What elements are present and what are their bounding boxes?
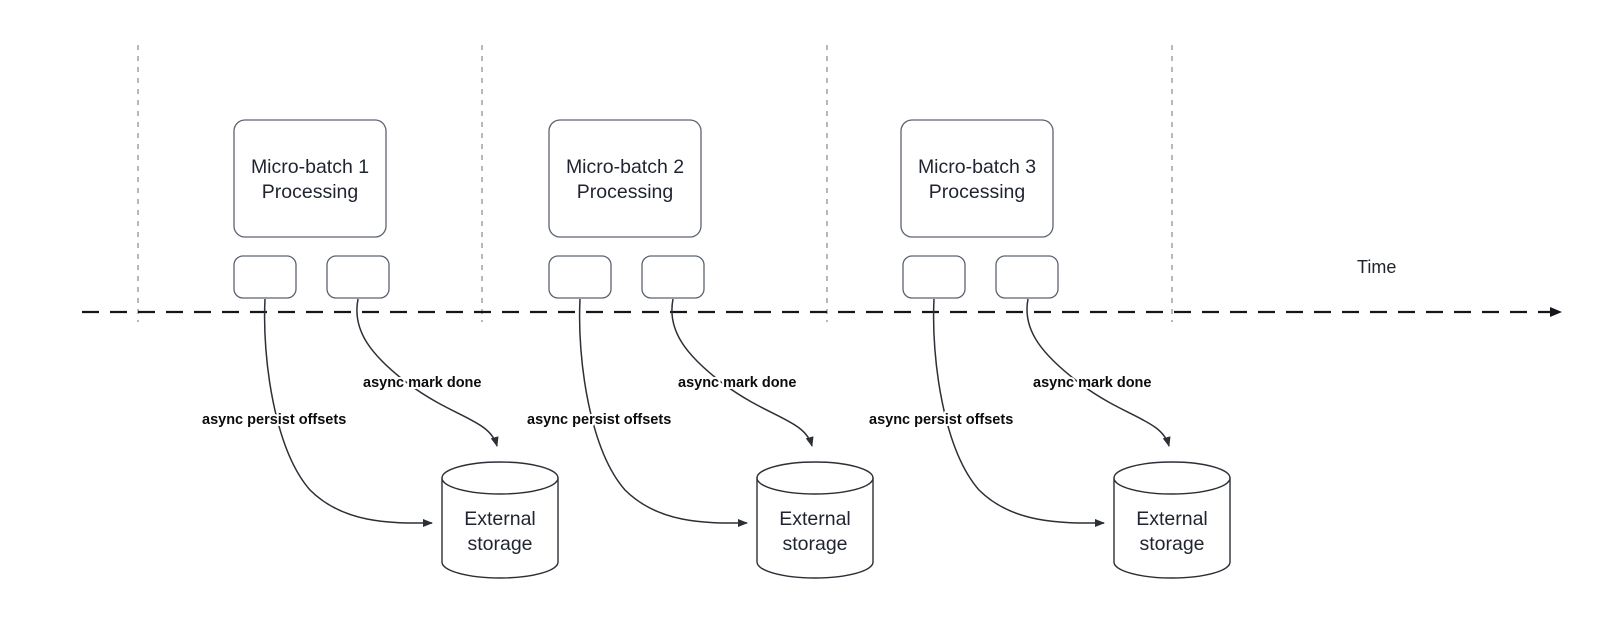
- micro-batch-title: Micro-batch 1: [251, 156, 369, 178]
- edge-label-async-persist-offsets: async persist offsets: [869, 412, 1013, 428]
- edge-label-halo: async persist offsets: [869, 412, 1013, 428]
- task-box-offsets[interactable]: [902, 255, 966, 299]
- micro-batch-box[interactable]: [548, 119, 702, 238]
- storage-label-line1: External: [779, 508, 851, 530]
- storage-cylinder-top: [1113, 461, 1231, 495]
- storage-label-line2: storage: [1139, 533, 1204, 555]
- micro-batch-groups: async persist offsets async persist offse…: [200, 119, 1231, 579]
- external-storage-node[interactable]: External storage: [779, 508, 851, 555]
- external-storage-node[interactable]: External storage: [464, 508, 536, 555]
- edge-async-persist-offsets: [263, 298, 433, 528]
- external-storage-node[interactable]: External storage: [1136, 508, 1208, 555]
- task-box-mark[interactable]: [326, 255, 390, 299]
- edge-async-mark-done: [671, 298, 814, 447]
- micro-batch-subtitle: Processing: [929, 181, 1025, 203]
- edge-label-halo: async persist offsets: [527, 412, 671, 428]
- time-axis: Time: [82, 257, 1562, 317]
- storage-cylinder-body: [756, 477, 874, 579]
- edge-label-async-persist-offsets: async persist offsets: [202, 412, 346, 428]
- storage-cylinder-body: [1113, 477, 1231, 579]
- storage-cylinder-top: [441, 461, 559, 495]
- edge-label-async-mark-done: async mark done: [678, 375, 796, 391]
- micro-batch-title: Micro-batch 3: [918, 156, 1036, 178]
- storage-label-line2: storage: [782, 533, 847, 555]
- storage-cylinder-top: [756, 461, 874, 495]
- edge-label-async-mark-done: async mark done: [1033, 375, 1151, 391]
- edge-async-persist-offsets: [932, 298, 1105, 528]
- task-box-offsets[interactable]: [548, 255, 612, 299]
- task-box-offsets[interactable]: [233, 255, 297, 299]
- storage-label-line2: storage: [467, 533, 532, 555]
- micro-batch-title: Micro-batch 2: [566, 156, 684, 178]
- task-box-mark[interactable]: [641, 255, 705, 299]
- edge-label-halo: async persist offsets: [202, 412, 346, 428]
- storage-label-line1: External: [464, 508, 536, 530]
- edge-async-persist-offsets: [578, 298, 748, 528]
- period-dividers: [137, 45, 1173, 322]
- edge-label-async-mark-done: async mark done: [363, 375, 481, 391]
- storage-cylinder-body: [441, 477, 559, 579]
- micro-batch-box[interactable]: [900, 119, 1054, 238]
- micro-batch-box[interactable]: [233, 119, 387, 238]
- time-axis-label: Time: [1357, 257, 1396, 277]
- edge-label-halo: async mark done: [363, 375, 481, 391]
- edge-async-mark-done: [1026, 298, 1171, 447]
- edge-async-mark-done: [356, 298, 499, 447]
- edge-label-async-persist-offsets: async persist offsets: [527, 412, 671, 428]
- micro-batch-subtitle: Processing: [262, 181, 358, 203]
- edge-label-halo: async mark done: [678, 375, 796, 391]
- micro-batch-subtitle: Processing: [577, 181, 673, 203]
- edge-label-halo: async mark done: [1033, 375, 1151, 391]
- storage-label-line1: External: [1136, 508, 1208, 530]
- task-box-mark[interactable]: [995, 255, 1059, 299]
